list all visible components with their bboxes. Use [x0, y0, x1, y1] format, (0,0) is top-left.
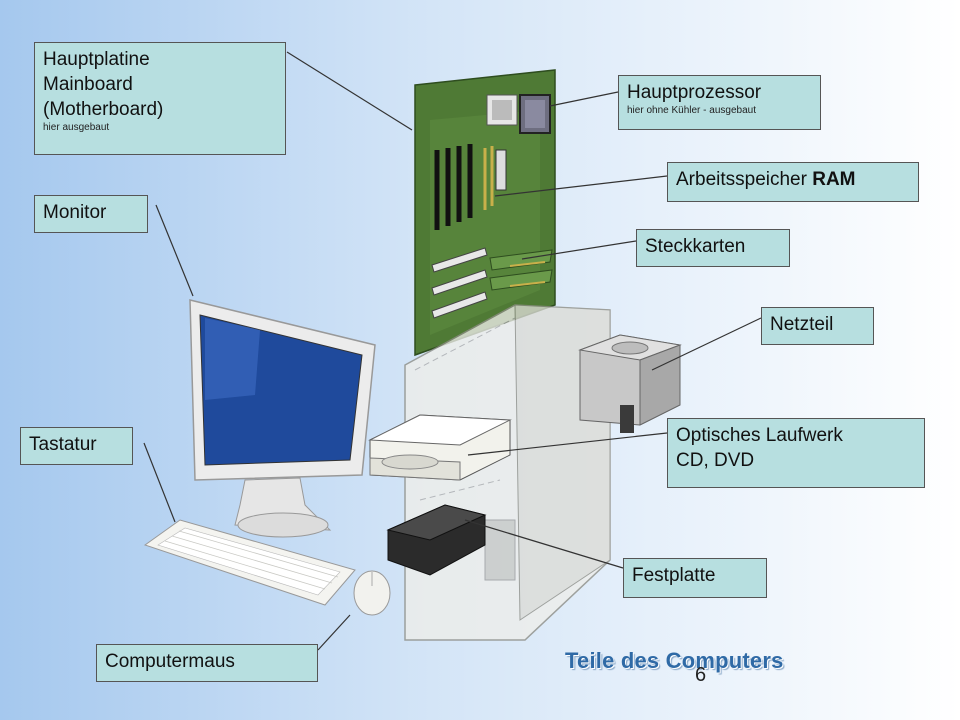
monitor-label: Monitor [34, 195, 148, 233]
monitor-label-text: Monitor [43, 202, 107, 223]
keyboard-label: Tastatur [20, 427, 133, 465]
keyboard-label-text: Tastatur [29, 434, 97, 455]
mainboard-label: Hauptplatine Mainboard (Motherboard) hie… [34, 42, 286, 155]
cpu-graphic [519, 94, 551, 134]
cpu-label: Hauptprozessor hier ohne Kühler - ausgeb… [618, 75, 821, 130]
hdd-label-text: Festplatte [632, 565, 716, 586]
mainboard-label-line3: (Motherboard) [43, 99, 164, 120]
monitor-graphic [189, 299, 376, 538]
ram-label-bold: RAM [812, 169, 856, 190]
cpu-label-text: Hauptprozessor [627, 82, 762, 103]
psu-graphic [578, 334, 682, 433]
psu-label: Netzteil [761, 307, 874, 345]
cards-label: Steckkarten [636, 229, 790, 267]
cards-label-text: Steckkarten [645, 236, 746, 257]
leader-lines [143, 51, 762, 651]
optical-label-line2: CD, DVD [676, 450, 755, 471]
expansion-cards-graphic [489, 249, 553, 291]
mouse-graphic [353, 570, 391, 616]
hard-disk-graphic [386, 504, 487, 576]
mainboard-label-note: hier ausgebaut [43, 122, 110, 133]
optical-label: Optisches Laufwerk CD, DVD [667, 418, 925, 488]
page-number: 6 [695, 664, 707, 686]
mainboard-label-line2: Mainboard [43, 74, 133, 95]
optical-drive-graphic [368, 414, 512, 481]
mouse-label: Computermaus [96, 644, 318, 682]
mainboard-label-line1: Hauptplatine [43, 49, 150, 70]
keyboard-graphic [143, 519, 356, 606]
psu-label-text: Netzteil [770, 314, 834, 335]
ram-label-text: Arbeitsspeicher [676, 169, 807, 190]
ram-label: Arbeitsspeicher RAM [667, 162, 919, 202]
slide-title: Teile des Computers [565, 648, 784, 673]
hdd-label: Festplatte [623, 558, 767, 598]
optical-label-line1: Optisches Laufwerk [676, 425, 843, 446]
mouse-label-text: Computermaus [105, 651, 235, 672]
cpu-label-note: hier ohne Kühler - ausgebaut [627, 105, 756, 116]
